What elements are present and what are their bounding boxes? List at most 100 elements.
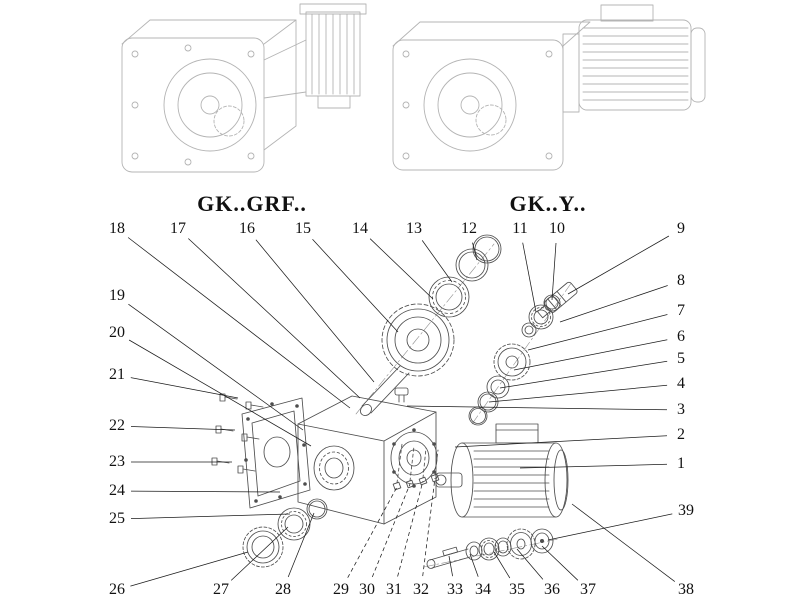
part-number-5: 5 <box>677 350 685 367</box>
part-number-29: 29 <box>333 581 349 598</box>
assembled-view-gk-y <box>392 4 706 171</box>
leader-line-3 <box>406 405 668 411</box>
leader-line-10 <box>551 242 557 301</box>
leader-line-39 <box>547 513 673 541</box>
part-number-1: 1 <box>677 455 685 472</box>
variant-title-gk-grf: GK..GRF.. <box>197 191 307 216</box>
leader-line-16 <box>255 239 375 383</box>
part-number-32: 32 <box>413 581 429 598</box>
part-number-10: 10 <box>549 220 565 237</box>
mounting-flange-plate <box>241 397 311 509</box>
gear-housing <box>297 387 438 525</box>
motor-exploded <box>435 423 569 518</box>
part-number-23: 23 <box>109 453 125 470</box>
motor-mount-fasteners <box>392 443 440 491</box>
part-number-31: 31 <box>386 581 402 598</box>
motor-terminal-box <box>495 423 539 444</box>
leader-line-2 <box>454 435 668 448</box>
main-gear-and-shaft <box>360 303 455 416</box>
part-number-34: 34 <box>475 581 491 598</box>
variant-title-gk-y: GK..Y.. <box>509 191 587 216</box>
leader-line-36 <box>516 548 544 580</box>
leader-line-7 <box>527 314 668 351</box>
leader-line-35 <box>493 551 511 579</box>
part-number-12: 12 <box>461 220 477 237</box>
output-cover-rings <box>242 498 328 568</box>
leader-line-8 <box>559 285 668 323</box>
part-number-39: 39 <box>678 502 694 519</box>
part-number-22: 22 <box>109 417 125 434</box>
leader-line-6 <box>513 339 668 371</box>
vent-plug <box>394 387 409 396</box>
leader-line-20 <box>128 339 312 447</box>
leader-line-15 <box>312 239 399 333</box>
part-number-21: 21 <box>109 366 125 383</box>
leader-line-9 <box>567 235 670 295</box>
input-pinion-shaft <box>521 281 578 338</box>
part-number-35: 35 <box>509 581 525 598</box>
center-axes <box>355 243 573 568</box>
leader-line-21 <box>130 377 239 399</box>
leader-line-32 <box>422 477 436 577</box>
leader-line-19 <box>128 303 304 431</box>
part-number-28: 28 <box>275 581 291 598</box>
motor-body <box>578 19 692 111</box>
part-number-13: 13 <box>406 220 422 237</box>
part-number-17: 17 <box>170 220 186 237</box>
leader-line-24 <box>130 490 281 493</box>
part-number-7: 7 <box>677 302 685 319</box>
leader-line-30 <box>371 483 411 578</box>
part-number-16: 16 <box>239 220 255 237</box>
part-number-11: 11 <box>512 220 528 237</box>
part-number-27: 27 <box>213 581 229 598</box>
leader-line-38 <box>571 503 676 582</box>
assembled-view-gk-grf <box>121 3 367 173</box>
leader-line-28 <box>287 512 315 578</box>
part-number-8: 8 <box>677 272 685 289</box>
part-number-19: 19 <box>109 287 125 304</box>
leader-line-37 <box>541 545 579 581</box>
output-shaft-assembly <box>426 528 554 569</box>
leader-line-5 <box>499 360 668 389</box>
part-number-3: 3 <box>677 401 685 418</box>
part-number-6: 6 <box>677 328 685 345</box>
leader-line-17 <box>188 238 361 399</box>
part-number-20: 20 <box>109 324 125 341</box>
leader-line-12 <box>472 242 478 261</box>
part-number-18: 18 <box>109 220 125 237</box>
leader-line-14 <box>369 238 434 300</box>
leader-lines <box>127 235 676 587</box>
part-number-26: 26 <box>109 581 125 598</box>
leader-line-31 <box>397 480 424 577</box>
part-number-14: 14 <box>352 220 368 237</box>
motor-fan-cover <box>690 27 706 103</box>
bevel-gear-stack <box>468 343 531 426</box>
exploded-view <box>211 234 578 569</box>
part-number-25: 25 <box>109 510 125 527</box>
leader-line-34 <box>469 553 479 577</box>
motor-flange <box>562 33 580 113</box>
input-bearing-stack <box>428 234 502 318</box>
leader-line-13 <box>421 240 453 283</box>
leader-line-25 <box>130 513 291 519</box>
part-number-4: 4 <box>677 375 685 392</box>
part-number-36: 36 <box>544 581 560 598</box>
leader-line-27 <box>230 526 289 581</box>
part-number-9: 9 <box>677 220 685 237</box>
leader-line-26 <box>130 551 249 587</box>
leader-line-11 <box>522 242 537 313</box>
part-number-30: 30 <box>359 581 375 598</box>
leader-line-18 <box>127 237 351 409</box>
part-number-15: 15 <box>295 220 311 237</box>
part-number-24: 24 <box>109 482 125 499</box>
shaft-key <box>442 546 458 557</box>
terminal-box <box>600 4 654 22</box>
part-number-38: 38 <box>678 581 694 598</box>
leader-line-33 <box>448 555 453 577</box>
leader-line-1 <box>519 463 668 469</box>
leader-line-29 <box>347 486 398 578</box>
leader-line-22 <box>130 426 236 431</box>
part-number-37: 37 <box>580 581 596 598</box>
